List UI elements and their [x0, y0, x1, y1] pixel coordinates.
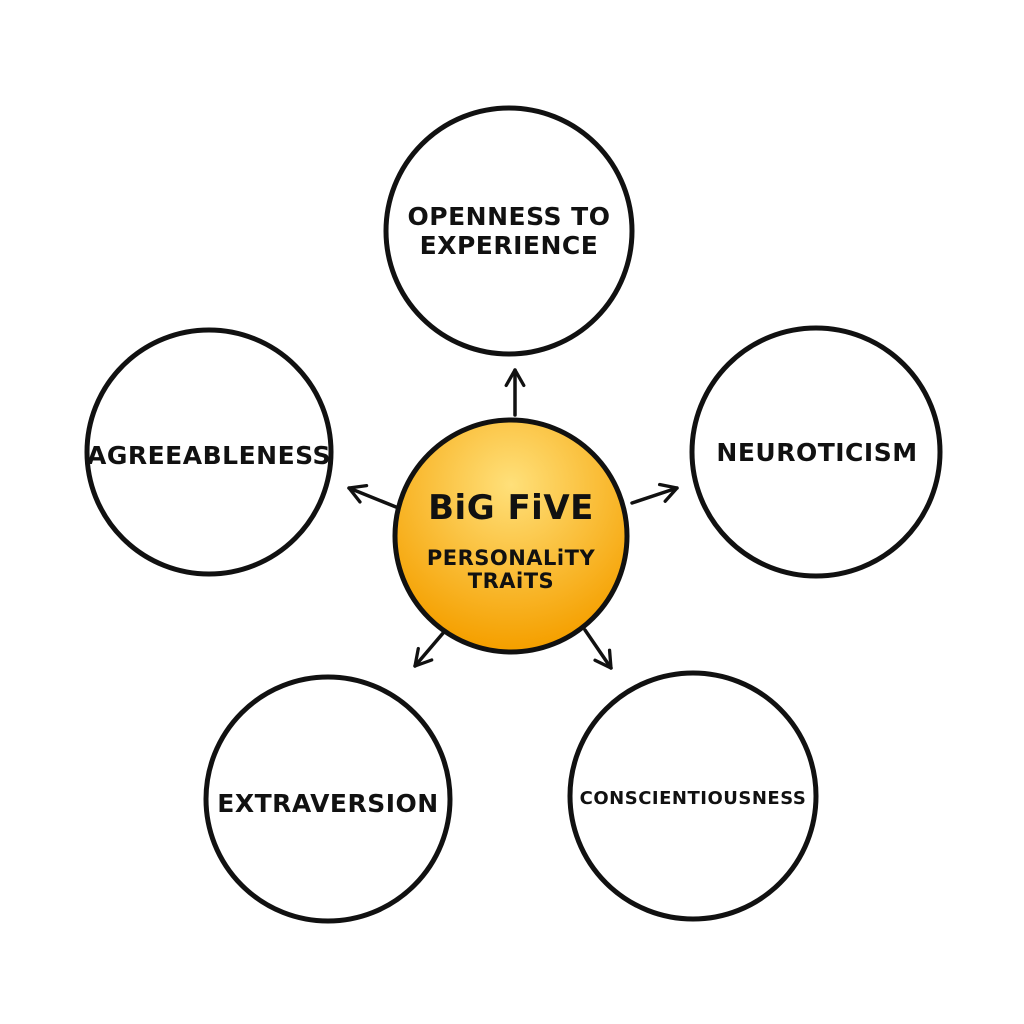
node-label-extraversion: EXTRAVERSiON — [217, 788, 439, 818]
node-circle-neuroticism — [689, 325, 943, 579]
node-label-conscientiousness: CONSCiENTiOUSNESS — [579, 787, 807, 809]
center-circle — [392, 417, 630, 655]
node-label-agreeableness: aGREEABLENESS — [86, 440, 332, 470]
center-title: BiG FiVE — [428, 488, 594, 529]
node-circle-extraversion — [203, 674, 453, 924]
arrow-to-agreeableness — [347, 483, 398, 509]
arrow-to-conscientiousness — [583, 628, 613, 670]
node-circle-openness — [383, 105, 635, 357]
node-circle-agreeableness — [84, 327, 334, 577]
arrow-to-extraversion — [413, 630, 446, 668]
arrow-to-neuroticism — [630, 482, 679, 505]
node-label-openness: OPENNESS TO EXPERiENCE — [407, 202, 611, 260]
center-subtitle: PERSONALiTY TRAiTS — [426, 545, 596, 593]
node-circle-conscientiousness — [567, 670, 819, 922]
node-label-neuroticism: NEUROTiCiSM — [716, 437, 918, 467]
